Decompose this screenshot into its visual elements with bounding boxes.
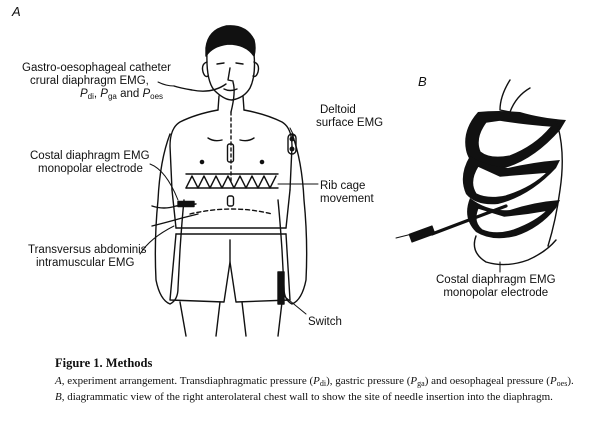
label-costal-a: Costal diaphragm EMG monopolar electrode [30,150,150,175]
catheter-tube [230,81,235,113]
subject-figure [151,25,308,337]
switch-device [277,271,285,305]
label-switch: Switch [308,316,342,328]
methods-figure [139,25,566,337]
label-deltoid: Deltoid surface EMG [316,104,384,129]
figure-caption-text: A, experiment arrangement. Transdiaphrag… [55,375,574,403]
leader-lines-a [139,81,319,315]
waistband [175,227,287,235]
label-rib-cage: Rib cage movement [320,180,374,205]
head [206,51,256,101]
rib-cage-band [185,173,279,189]
ribcage-diagram [395,79,566,273]
label-catheter: Gastro-oesophageal catheter crural diaph… [22,62,171,101]
right-arm [277,133,308,305]
left-arm [154,133,185,305]
label-transversus: Transversus abdominis intramuscular EMG [28,244,147,269]
needle-b [430,204,508,236]
panel-label-b: B [418,74,427,89]
panel-label-a: A [12,4,21,19]
label-costal-b: Costal diaphragm EMG monopolar electrode [436,274,556,299]
figure-caption-title: Figure 1. Methods [55,356,153,370]
